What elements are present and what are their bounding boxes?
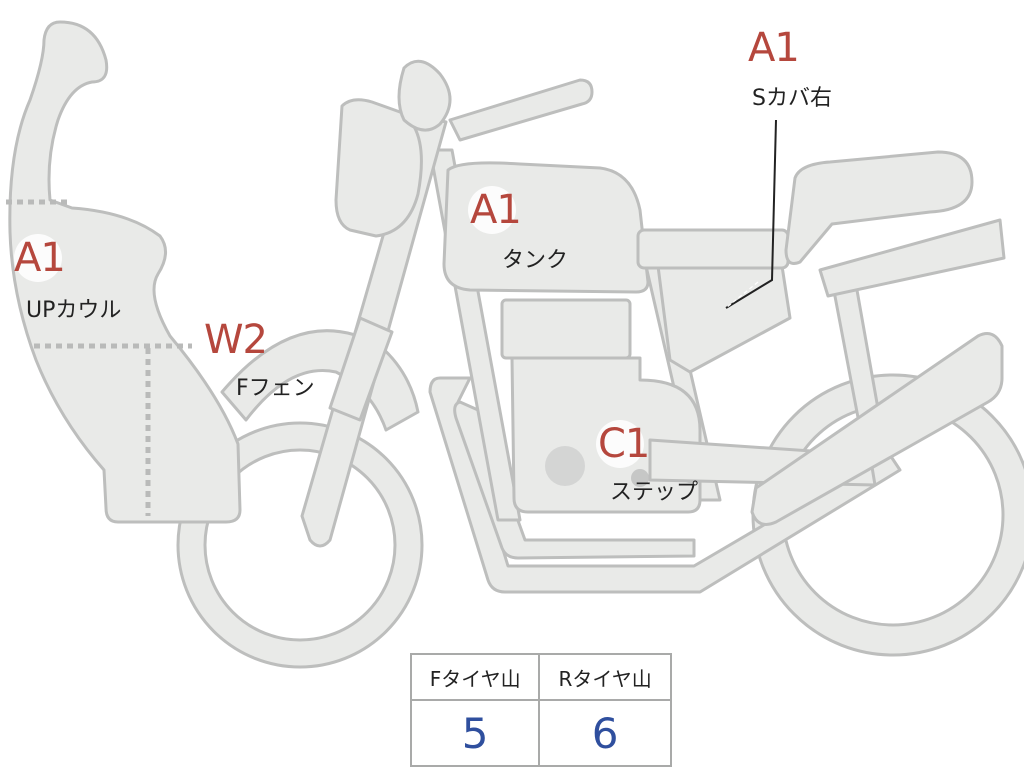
seat [636,150,974,270]
header-front-tire: Fタイヤ山 [409,653,541,701]
tire-table-value-row: 5 6 [409,699,672,767]
grade-up-cowl: A1 [14,235,66,281]
leader-line-side-cover [725,119,777,309]
grade-step: C1 [598,421,650,467]
value-rear-tire: 6 [538,699,672,767]
label-up-cowl: UPカウル [26,298,122,323]
upper-cowl [6,20,242,524]
label-tank: タンク [502,248,569,273]
value-front-tire: 5 [409,699,541,767]
muffler [750,332,1004,526]
front-fork [300,113,448,548]
grade-halos [14,24,794,468]
tire-table-header-row: Fタイヤ山 Rタイヤ山 [409,653,672,701]
grade-tank: A1 [470,187,522,233]
rear-frame [818,218,1006,430]
headlight [334,59,452,238]
label-f-fender: Fフェン [236,376,315,401]
grade-f-fender: W2 [204,317,268,363]
handlebar [448,78,594,142]
grade-s-cover-right: A1 [748,25,800,71]
label-s-cover-right: Sカバ右 [752,86,832,111]
header-rear-tire: Rタイヤ山 [538,653,672,701]
label-step: ステップ [610,480,699,505]
tire-tread-table: Fタイヤ山 Rタイヤ山 5 6 [409,653,672,767]
